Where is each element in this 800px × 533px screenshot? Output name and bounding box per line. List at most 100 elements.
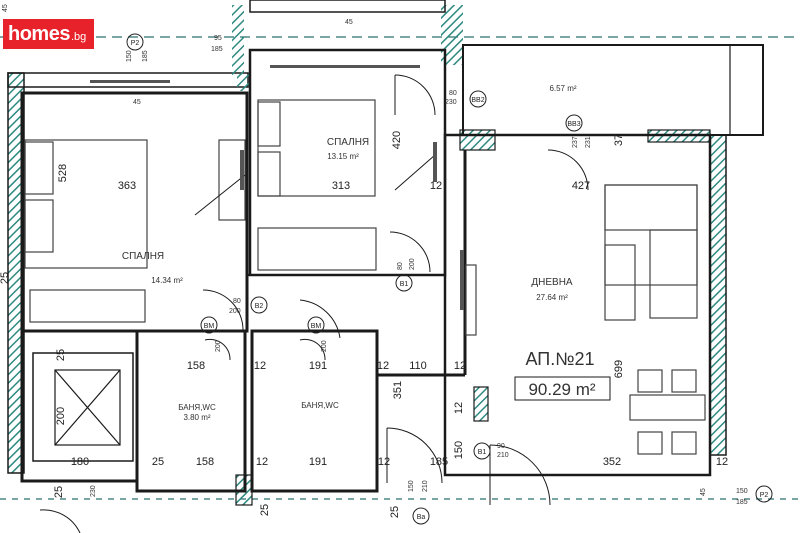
living-name: ДНЕВНА xyxy=(531,277,573,288)
small-200a: 200 xyxy=(229,308,241,315)
small-80b: 80 xyxy=(233,298,241,305)
bath1-name: БАНЯ,WC xyxy=(178,403,216,412)
dim-12d: 12 xyxy=(430,180,442,192)
small-150a: 150 xyxy=(126,50,133,62)
small-231: 231 xyxy=(585,136,592,148)
small-185b: 185 xyxy=(142,50,149,62)
dim-12e: 12 xyxy=(256,456,268,468)
bath2-name: БАНЯ,WC xyxy=(301,401,339,410)
small-80c: 80 xyxy=(397,262,404,270)
tag-p2a: P2 xyxy=(131,40,140,47)
dim-427: 427 xyxy=(572,180,590,192)
dim-37: 37 xyxy=(613,134,625,146)
dim-699: 699 xyxy=(613,360,625,378)
dim-25c: 25 xyxy=(53,486,65,498)
tags: P2 P2 BB2 BB3 B2 B1 BM BM Ba B1 xyxy=(126,33,773,525)
window-marks xyxy=(90,65,464,310)
tag-bb3: BB3 xyxy=(567,121,580,128)
dim-110: 110 xyxy=(409,360,427,372)
dim-12b: 12 xyxy=(377,360,389,372)
homes-logo: homes .bg xyxy=(3,19,94,49)
small-150b: 150 xyxy=(408,480,415,492)
dim-12c: 12 xyxy=(454,360,466,372)
logo-tld: .bg xyxy=(70,31,87,43)
dim-25f: 25 xyxy=(0,272,11,284)
tag-bb2: BB2 xyxy=(471,97,484,104)
dim-352: 352 xyxy=(603,456,621,468)
apartment-number: АП.№21 xyxy=(525,349,594,369)
tag-bm2: BM xyxy=(311,323,322,330)
apartment-area-box xyxy=(514,376,611,401)
small-45d: 45 xyxy=(2,4,9,12)
small-185a: 185 xyxy=(211,46,223,53)
dim-12a: 12 xyxy=(254,360,266,372)
dim-185: 185 xyxy=(430,456,448,468)
small-200b: 200 xyxy=(409,258,416,270)
apartment-area: 90.29 m² xyxy=(528,380,595,399)
bath1-area: 3.80 m² xyxy=(183,413,210,422)
dim-191a: 191 xyxy=(309,360,327,372)
dim-363: 363 xyxy=(118,180,136,192)
tag-ba: Ba xyxy=(417,514,426,521)
small-95: 95 xyxy=(214,35,222,42)
bedroom1-area: 14.34 m² xyxy=(151,276,183,285)
dim-25b: 25 xyxy=(152,456,164,468)
dim-313: 313 xyxy=(332,180,350,192)
tag-b1b: B1 xyxy=(478,449,487,456)
bed-2 xyxy=(257,99,376,197)
logo-main: homes xyxy=(8,22,70,45)
dim-12f: 12 xyxy=(378,456,390,468)
dim-528: 528 xyxy=(57,164,69,182)
dim-25e: 25 xyxy=(389,506,401,518)
nightstand xyxy=(218,139,246,221)
dim-150: 150 xyxy=(453,441,465,459)
axis-lines xyxy=(0,36,800,500)
small-dimension-labels: 95 185 150 185 45 45 80 230 80 200 237 2… xyxy=(2,4,748,506)
dim-351: 351 xyxy=(392,381,404,399)
dim-200: 200 xyxy=(55,407,67,425)
dim-158b: 158 xyxy=(196,456,214,468)
walls xyxy=(20,0,764,493)
furniture xyxy=(24,99,706,455)
dimension-labels: 363 313 528 420 427 158 191 12 12 110 12… xyxy=(0,131,728,518)
dim-12g: 12 xyxy=(716,456,728,468)
tag-b1: B1 xyxy=(400,281,409,288)
small-80a: 80 xyxy=(449,90,457,97)
sofa xyxy=(604,184,698,286)
small-185c: 185 xyxy=(736,499,748,506)
dim-180: 180 xyxy=(71,456,89,468)
bedroom1-name: СПАЛНЯ xyxy=(122,251,164,262)
small-45c: 45 xyxy=(700,488,707,496)
bedroom2-name: СПАЛНЯ xyxy=(327,137,369,148)
terrace-area: 6.57 m² xyxy=(549,84,576,93)
small-230b: 230 xyxy=(90,485,97,497)
small-210b: 210 xyxy=(422,480,429,492)
dim-12h: 12 xyxy=(453,402,465,414)
wardrobe-2 xyxy=(257,227,377,271)
tag-b2: B2 xyxy=(255,303,264,310)
dining-table xyxy=(629,394,706,421)
living-area: 27.64 m² xyxy=(536,293,568,302)
small-210: 210 xyxy=(497,452,509,459)
tv-unit xyxy=(604,244,636,321)
dim-25d: 25 xyxy=(259,504,271,516)
small-150c: 150 xyxy=(736,488,748,495)
tag-bm1: BM xyxy=(204,323,215,330)
small-45a: 45 xyxy=(133,99,141,106)
small-90: 90 xyxy=(497,443,505,450)
small-230a: 230 xyxy=(445,99,457,106)
bedroom2-area: 13.15 m² xyxy=(327,152,359,161)
dim-158a: 158 xyxy=(187,360,205,372)
small-200d: 200 xyxy=(321,340,328,352)
dim-25a: 25 xyxy=(55,349,67,361)
dim-191b: 191 xyxy=(309,456,327,468)
small-237: 237 xyxy=(572,136,579,148)
dim-420: 420 xyxy=(391,131,403,149)
wardrobe-1 xyxy=(29,289,146,323)
bed-1 xyxy=(24,139,148,269)
small-45b: 45 xyxy=(345,19,353,26)
doors xyxy=(39,74,589,533)
tag-p2b: P2 xyxy=(760,492,769,499)
